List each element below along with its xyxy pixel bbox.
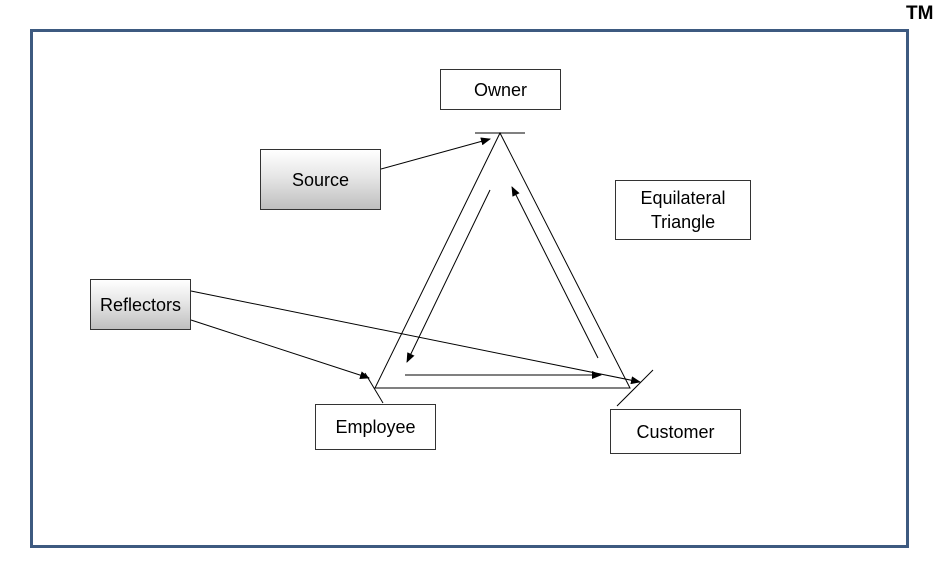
- arrow-reflectors-to-customer: [190, 290, 641, 385]
- arrow-reflectors-to-employee: [190, 319, 370, 380]
- employee-label: Employee: [335, 417, 416, 437]
- employee-box: Employee: [315, 404, 436, 450]
- source-label: Source: [291, 169, 350, 190]
- equilateral-triangle-outline: [374, 131, 631, 389]
- equilateral-triangle-box: Equilateral Triangle: [615, 180, 751, 240]
- reflectors-box: Reflectors: [90, 279, 191, 330]
- source-box: Source: [260, 149, 381, 210]
- diagram-frame: [30, 29, 909, 548]
- trademark-mark: TM: [906, 3, 934, 24]
- arrow-owner-to-employee: [406, 189, 491, 363]
- customer-corner-tick: [616, 369, 654, 407]
- customer-box: Customer: [610, 409, 741, 454]
- owner-label: Owner: [473, 79, 527, 100]
- reflectors-label: Reflectors: [99, 294, 182, 315]
- equilateral-label-line1: Equilateral: [640, 188, 726, 208]
- owner-box: Owner: [440, 69, 561, 110]
- arrow-source-to-owner: [380, 137, 491, 170]
- customer-label: Customer: [636, 421, 715, 442]
- equilateral-label-line2: Triangle: [650, 212, 716, 232]
- arrow-customer-to-owner: [511, 186, 599, 359]
